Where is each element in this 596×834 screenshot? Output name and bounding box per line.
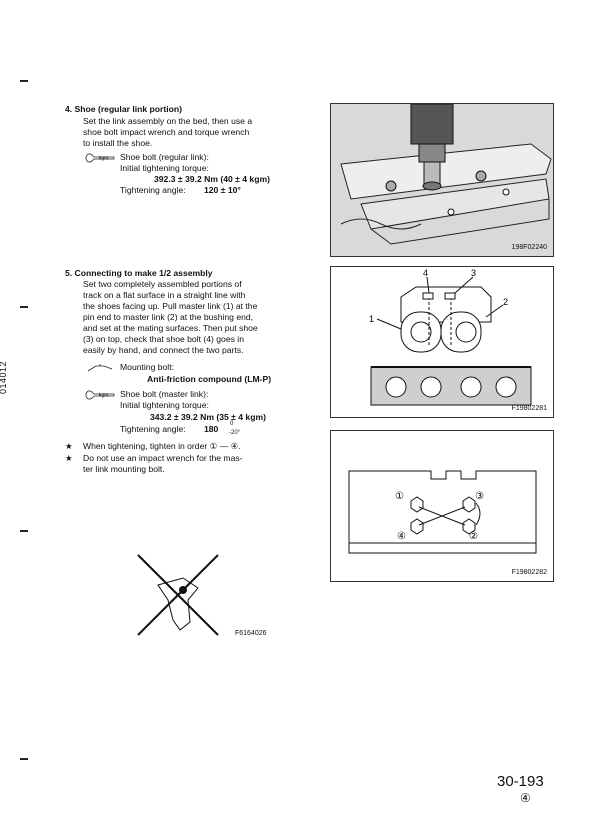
section5-body-line: the shoes facing up. Pull master link (1… xyxy=(83,301,258,311)
section5-angle-value: 180 xyxy=(204,424,219,434)
section5-body-line: and set at the mating surfaces. Then put… xyxy=(83,323,258,333)
section4-body-line: shoe bolt impact wrench and torque wrenc… xyxy=(83,127,250,137)
callout-1: 1 xyxy=(369,314,374,324)
icon-label: kgm xyxy=(99,393,108,399)
callout-4: 4 xyxy=(423,268,428,278)
section5-mount-title: Mounting bolt: xyxy=(120,362,174,372)
figure-shoe-install-drawing xyxy=(331,103,553,256)
section4-torque-label: Initial tightening torque: xyxy=(120,163,209,173)
section5-body-line: pin end to master link (2) at the bushin… xyxy=(83,312,254,322)
margin-mark xyxy=(20,530,28,532)
figure-label: F19802281 xyxy=(511,405,547,412)
callout-2: 2 xyxy=(503,297,508,307)
section4-spec-title: Shoe bolt (regular link): xyxy=(120,152,209,162)
order-2: ② xyxy=(469,531,478,542)
angle-tolerance-bottom: -20° xyxy=(229,430,241,436)
torque-wrench-icon: kgm xyxy=(85,153,115,163)
callout-3: 3 xyxy=(471,268,476,278)
figure-master-link-drawing: 4 3 2 1 xyxy=(369,268,532,406)
figure-label: 198F02240 xyxy=(511,244,547,251)
torque-wrench-icon: kgm xyxy=(85,390,115,400)
grease-icon xyxy=(87,364,113,372)
figure-tightening-order: ① ③ ④ ② F19802282 xyxy=(330,430,554,582)
note-line: Do not use an impact wrench for the mas- xyxy=(83,453,243,463)
revision-mark: ④ xyxy=(520,791,531,805)
note-bullet: ★ xyxy=(65,453,73,463)
section5-body-line: (3) on top, check that shoe bolt (4) goe… xyxy=(83,334,244,344)
note-bullet: ★ xyxy=(65,441,73,451)
order-1: ① xyxy=(395,491,404,502)
figure-master-link: 4 3 2 1 F19802281 xyxy=(330,266,554,418)
figure-tightening-order-drawing: ① ③ ④ ② xyxy=(348,470,537,554)
icon-label: kgm xyxy=(99,156,108,162)
side-code: 014012 xyxy=(0,360,8,394)
section5-spec-title: Shoe bolt (master link): xyxy=(120,389,209,399)
section4-torque-value: 392.3 ± 39.2 Nm (40 ± 4 kgm) xyxy=(154,174,270,184)
margin-mark xyxy=(20,80,28,82)
section5-angle-label: Tightening angle: xyxy=(120,424,186,434)
margin-mark xyxy=(20,306,28,308)
section5-mount-value: Anti-friction compound (LM-P) xyxy=(147,374,272,384)
figure-shoe-install: 198F02240 xyxy=(330,103,554,257)
no-impact-wrench-figure xyxy=(137,554,219,636)
section5-heading: 5. Connecting to make 1/2 assembly xyxy=(65,268,213,278)
note-line: ter link mounting bolt. xyxy=(83,464,165,474)
section4-heading: 4. Shoe (regular link portion) xyxy=(65,104,182,114)
angle-tolerance-top: 0 xyxy=(230,421,234,427)
order-4: ④ xyxy=(397,531,406,542)
figure-label: F19802282 xyxy=(511,569,547,576)
section5-torque-value: 343.2 ± 39.2 Nm (35 ± 4 kgm) xyxy=(150,412,266,422)
section5-body-line: track on a flat surface in a straight li… xyxy=(83,290,246,300)
margin-mark xyxy=(20,758,28,760)
section5-body-line: easily by hand, and connect the two part… xyxy=(83,345,244,355)
page-number: 30-193 xyxy=(497,773,544,790)
section4-body-line: to install the shoe. xyxy=(83,138,153,148)
section5-body-line: Set two completely assembled portions of xyxy=(83,279,242,289)
note-line: When tightening, tighten in order ① — ④. xyxy=(83,441,241,451)
section5-torque-label: Initial tightening torque: xyxy=(120,400,209,410)
section4-body-line: Set the link assembly on the bed, then u… xyxy=(83,116,253,126)
figure-label: F6164026 xyxy=(235,630,267,637)
section4-angle-value: 120 ± 10° xyxy=(204,185,241,195)
order-3: ③ xyxy=(475,491,484,502)
section4-angle-label: Tightening angle: xyxy=(120,185,186,195)
